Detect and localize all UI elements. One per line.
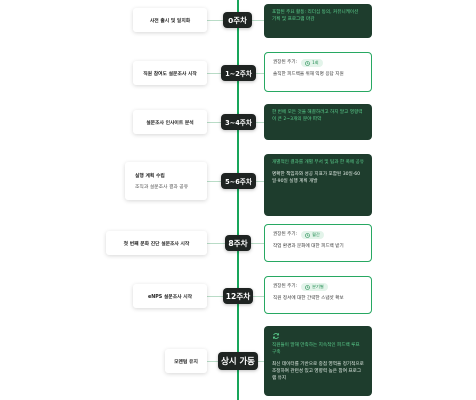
step-0-node: 0주차 [223, 12, 252, 28]
step-3-node: 5~6주차 [221, 173, 256, 189]
step-2-node: 3~4주차 [221, 114, 256, 130]
step-4-node-label: 8주차 [228, 238, 248, 248]
connector-line [207, 181, 221, 182]
step-6-right-card: 직원들이 말해 만족하는 지속적인 피드백 루프 구축 최신 데이터를 기반으로… [264, 326, 372, 396]
step-3-subtitle: 조직과 설문조사 결과 공유 [135, 185, 189, 190]
timeline-spine [237, 0, 239, 400]
step-4-text: 작업 환경과 문화에 대한 피드백 받기 [273, 244, 344, 250]
frequency-badge: 월간 [301, 231, 324, 240]
step-1-node-label: 1~2주차 [225, 70, 252, 78]
step-0-left-card: 사전 출시 및 일치화 [133, 8, 207, 32]
step-5-text: 직원 정서에 대한 간략한 스냅샷 확보 [273, 296, 344, 302]
connector-line [256, 122, 264, 123]
step-3-title: 실행 계획 수립 [135, 174, 165, 179]
step-2-title: 설문조사 인사이트 분석 [146, 120, 194, 126]
step-2-node-label: 3~4주차 [225, 119, 252, 127]
step-3-node-label: 5~6주차 [225, 178, 252, 186]
step-4-left-card: 첫 번째 문화 진단 설문조사 시작 [106, 231, 207, 255]
step-6-highlight: 직원들이 말해 만족하는 지속적인 피드백 루프 구축 [272, 343, 360, 355]
step-4-node: 8주차 [225, 235, 251, 251]
connector-line [256, 181, 264, 182]
step-4-right-card: 권장된 주기: 월간 작업 환경과 문화에 대한 피드백 받기 [264, 224, 372, 262]
step-3-highlight: 개별적인 결과를 개별 부서 및 팀과 한 폭에 공유 [272, 160, 364, 165]
connector-line [207, 20, 223, 21]
period-label: 권장된 주기: [273, 231, 298, 237]
step-0-node-label: 0주차 [228, 15, 247, 25]
step-6-node-label: 상시 가동 [221, 356, 255, 366]
step-2-left-card: 설문조사 인사이트 분석 [133, 110, 207, 134]
step-1-node: 1~2주차 [221, 65, 256, 81]
step-2-highlight: 한 번에 모든 것을 해결하려고 하지 말고 영향력이 큰 2~3개의 분야 파… [272, 110, 363, 122]
connector-line [251, 243, 264, 244]
connector-line [207, 73, 221, 74]
step-0-title: 사전 출시 및 일치화 [149, 18, 191, 24]
refresh-icon [273, 333, 279, 339]
frequency-badge: 1회 [301, 59, 323, 68]
step-5-right-card: 권장된 주기: 분기별 직원 정서에 대한 간략한 스냅샷 확보 [264, 276, 372, 314]
connector-line [258, 361, 264, 362]
step-3-text: 명확한 책임자와 성공 지표가 포함된 30일·60일·90일 실행 계획 개발 [272, 171, 361, 184]
connector-line [207, 122, 221, 123]
step-5-node: 12주차 [223, 288, 253, 304]
connector-line [253, 296, 264, 297]
step-6-left-card: 모멘텀 유지 [165, 349, 207, 373]
connector-line [207, 243, 225, 244]
connector-line [256, 73, 264, 74]
step-5-left-card: eNPS 설문조사 시작 [133, 284, 207, 308]
period-label: 권장된 주기: [273, 59, 298, 65]
step-2-right-card: 한 번에 모든 것을 해결하려고 하지 말고 영향력이 큰 2~3개의 분야 파… [264, 104, 372, 140]
step-4-title: 첫 번째 문화 진단 설문조사 시작 [123, 241, 190, 247]
step-1-left-card: 직원 참여도 설문조사 시작 [133, 61, 207, 85]
clock-icon [305, 232, 310, 238]
connector-line [207, 361, 218, 362]
step-3-right-card: 개별적인 결과를 개별 부서 및 팀과 한 폭에 공유 명확한 책임자와 성공 … [264, 154, 372, 216]
frequency-badge-label: 1회 [312, 60, 319, 65]
frequency-badge: 분기별 [301, 283, 328, 292]
step-5-node-label: 12주차 [225, 291, 251, 301]
step-1-right-card: 권장된 주기: 1회 솔직한 피드백을 위해 익명 응답 지원 [264, 52, 372, 92]
step-6-text: 최신 데이터를 기반으로 중점 영역을 정기적으로 조정하여 관련성 있고 영향… [272, 361, 364, 381]
clock-icon [305, 284, 310, 290]
connector-line [207, 296, 223, 297]
period-label: 권장된 주기: [273, 283, 298, 289]
connector-line [252, 20, 264, 21]
step-3-left-card: 실행 계획 수립 조직과 설문조사 결과 공유 [125, 162, 207, 200]
clock-icon [305, 60, 310, 66]
step-0-right-card: 포함된 주요 활동: 리더십 동의, 커뮤니케이션 기획 및 프로그램 마감 [264, 4, 372, 38]
step-5-title: eNPS 설문조사 시작 [147, 294, 193, 300]
step-0-highlight: 포함된 주요 활동: 리더십 동의, 커뮤니케이션 기획 및 프로그램 마감 [272, 10, 359, 22]
step-1-title: 직원 참여도 설문조사 시작 [143, 71, 197, 77]
step-1-text: 솔직한 피드백을 위해 익명 응답 지원 [273, 72, 344, 78]
step-6-node: 상시 가동 [218, 352, 258, 370]
frequency-badge-label: 월간 [312, 232, 320, 237]
step-6-title: 모멘텀 유지 [174, 359, 198, 365]
frequency-badge-label: 분기별 [312, 284, 324, 289]
